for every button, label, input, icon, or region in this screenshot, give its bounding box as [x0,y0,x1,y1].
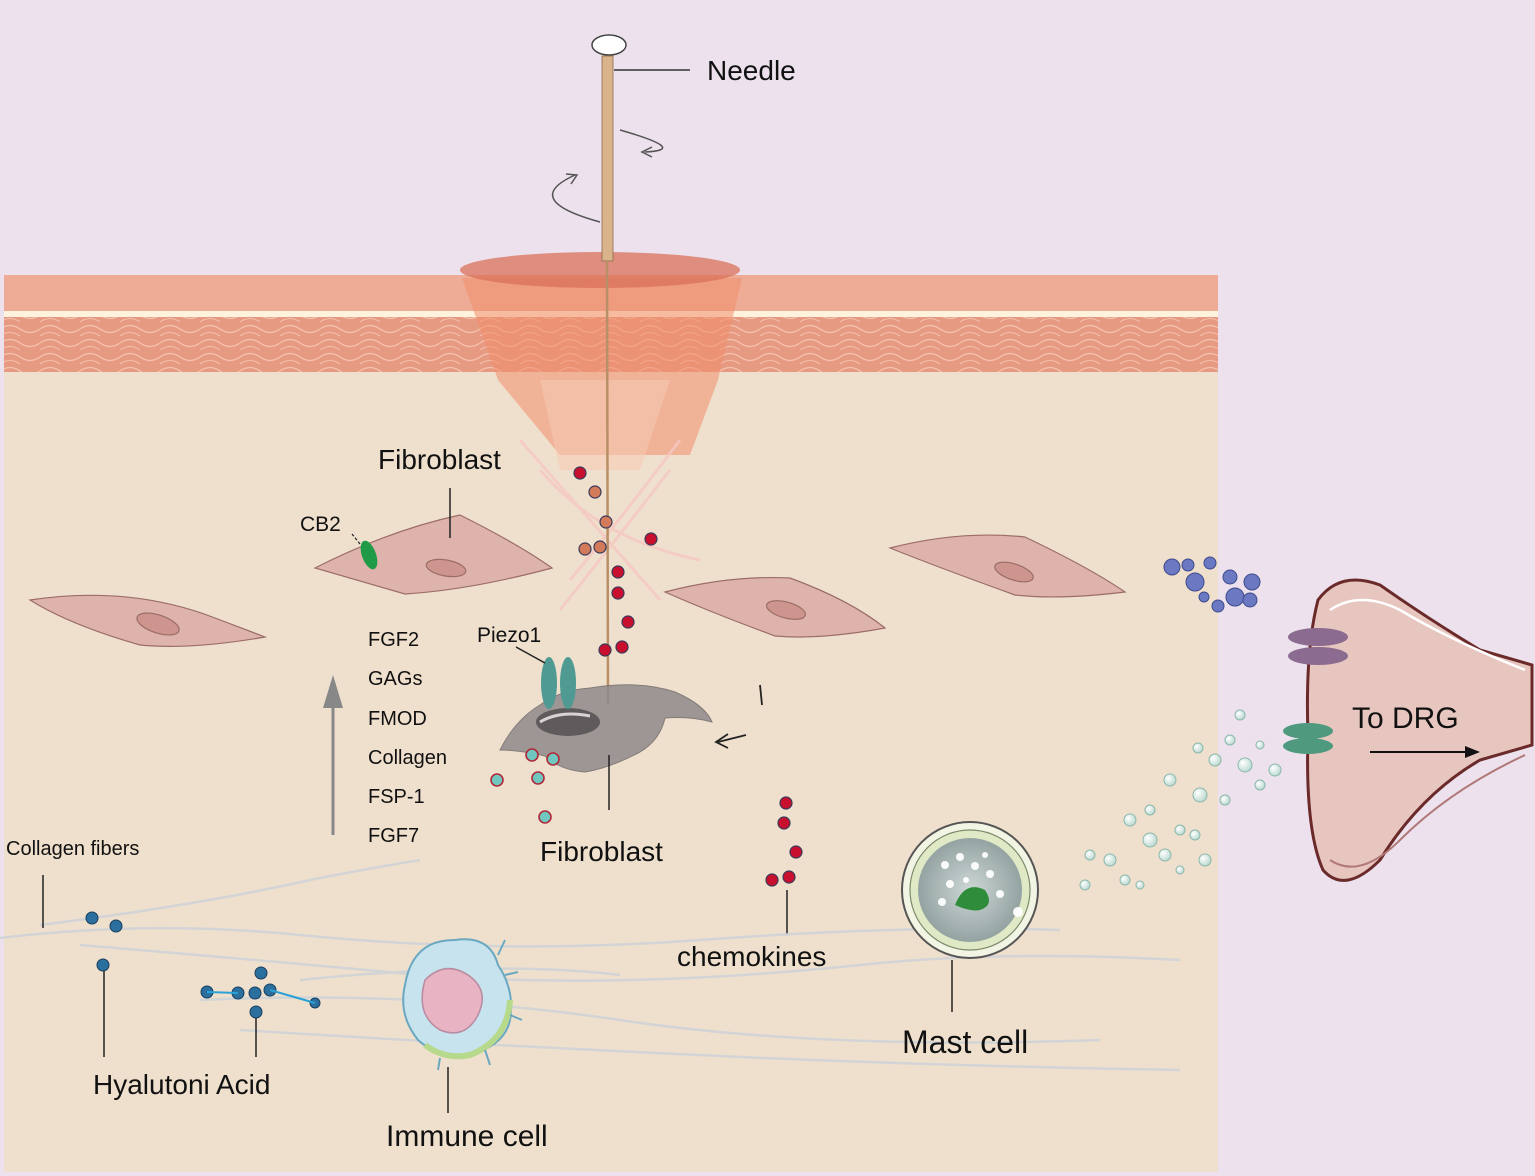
factor-item: FSP-1 [368,786,425,808]
needle-shaft [601,55,614,262]
activated-fibroblast-highlight [539,712,591,724]
chemokines-label: chemokines [677,941,826,972]
rotation-arrowhead-upper [640,146,653,158]
cb2-label: CB2 [300,513,341,536]
immune-cell-label: Immune cell [386,1120,548,1153]
factor-list: FGF2 GAGs FMOD Collagen FSP-1 FGF7 [368,629,447,847]
rotation-arrow-upper [619,129,664,153]
needle-deformation-cone [462,278,742,455]
pulled-fibers [518,439,701,611]
piezo1-leader [515,646,546,664]
cb2-receptor [360,540,378,570]
mast-cell-label: Mast cell [902,1024,1028,1060]
upregulation-arrowhead [323,675,343,708]
needle-granules [573,466,658,657]
hyaluronic-links [206,989,316,1004]
factor-item: FMOD [368,708,427,730]
needle-label: Needle [707,55,796,86]
neuron-receptor-green-bottom [1283,738,1333,754]
factor-item: GAGs [368,668,422,690]
rotation-arrow-fibroblast [717,684,763,743]
piezo1-channel-left [541,657,557,709]
immune-cell-membrane-green [423,999,513,1060]
cb2-leader [351,533,361,545]
needle-handle-ring [591,34,627,56]
mast-cell-nucleus [955,887,989,911]
blue-vesicle-cluster [1163,556,1261,613]
neuron-receptor-purple-bottom [1288,647,1348,665]
needle-cone-inner [540,380,670,470]
fibroblast-cells [28,514,1127,647]
activated-fibroblast-nucleus [536,708,600,736]
neuron-receptor-green-top [1283,723,1333,739]
teal-granules [490,748,560,824]
hyaluronic-acid-molecules [85,911,321,1019]
to-drg-label: To DRG [1352,702,1459,735]
mast-cell-granules [938,852,1023,917]
piezo1-channel-right [560,657,576,709]
needle-cone-top [460,252,740,288]
immune-cell-projections [437,939,523,1071]
to-drg-arrowhead [1465,746,1480,758]
fibroblast-center-label: Fibroblast [540,836,663,867]
neuron-receptor-purple-top [1288,628,1348,646]
released-vesicles [1079,709,1282,891]
factor-item: FGF7 [368,825,419,847]
rotation-arrowhead-lower [565,173,579,185]
factor-item: FGF2 [368,629,419,651]
neuron-membrane-highlight [1329,598,1526,672]
collagen-fibers-label: Collagen fibers [6,838,139,860]
fibroblast-top-label: Fibroblast [378,444,501,475]
needle-tip [605,260,610,706]
immune-cell-nucleus [421,967,483,1034]
chemokine-dots [765,796,803,887]
rotation-arrow-lower [552,174,601,223]
rotation-arrowhead-fibroblast [714,733,729,749]
piezo1-label: Piezo1 [477,624,541,647]
hyaluronic-acid-label: Hyalutoni Acid [93,1069,270,1100]
fibroblast-cell-top [313,514,554,595]
neuron-membrane-inner [1329,754,1526,868]
factor-item: Collagen [368,747,447,769]
